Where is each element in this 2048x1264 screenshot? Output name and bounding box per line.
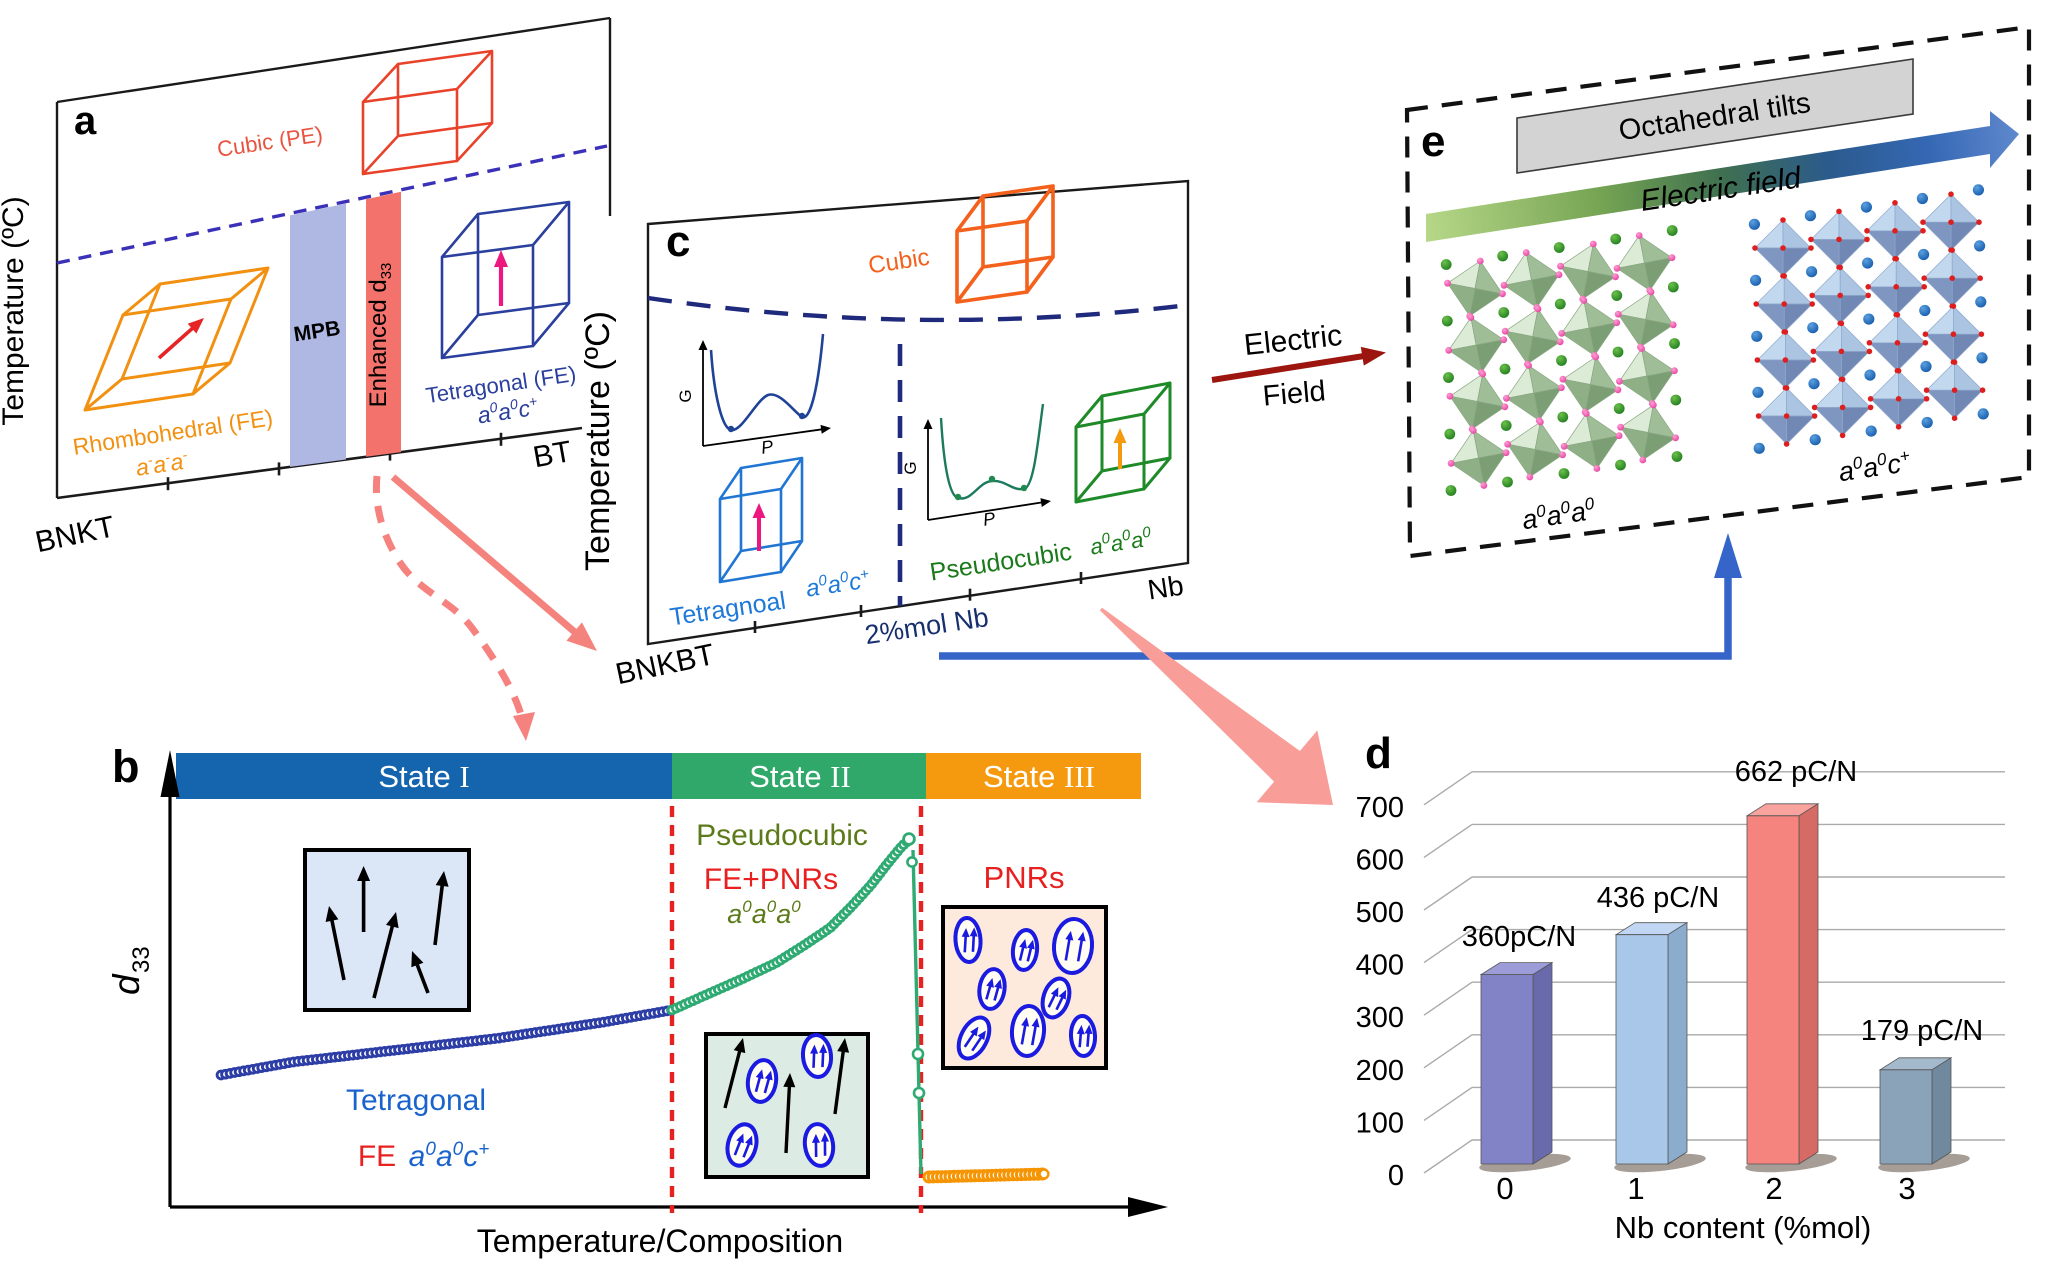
- svg-text:d: d: [106, 973, 147, 995]
- svg-text:a0​a0​a0​: a0​a0​a0​: [727, 897, 801, 929]
- svg-text:3: 3: [1898, 1171, 1915, 1206]
- svg-text:Nb: Nb: [1146, 570, 1186, 606]
- svg-text:700: 700: [1356, 792, 1404, 824]
- svg-text:179 pC/N: 179 pC/N: [1861, 1015, 1984, 1047]
- svg-text:State II: State II: [749, 759, 851, 794]
- svg-text:BT: BT: [531, 435, 574, 474]
- svg-text:0: 0: [1496, 1171, 1513, 1206]
- svg-text:P: P: [760, 436, 775, 457]
- svg-text:436 pC/N: 436 pC/N: [1597, 882, 1720, 914]
- svg-text:300: 300: [1356, 1002, 1404, 1034]
- svg-text:State I: State I: [378, 759, 469, 794]
- svg-text:FE+PNRs: FE+PNRs: [704, 863, 838, 896]
- svg-text:Pseudocubic: Pseudocubic: [696, 819, 868, 852]
- svg-text:33: 33: [128, 946, 155, 973]
- svg-text:e: e: [1421, 117, 1445, 166]
- svg-text:2: 2: [1765, 1171, 1782, 1206]
- svg-text:P: P: [982, 508, 997, 529]
- svg-text:Field: Field: [1262, 375, 1327, 412]
- svg-text:500: 500: [1356, 897, 1404, 929]
- svg-text:Nb content (%mol): Nb content (%mol): [1615, 1210, 1872, 1245]
- svg-text:662 pC/N: 662 pC/N: [1735, 756, 1858, 788]
- svg-text:Temperature/Composition: Temperature/Composition: [477, 1223, 843, 1259]
- svg-text:600: 600: [1356, 844, 1404, 876]
- svg-text:Temperature (ºC): Temperature (ºC): [0, 196, 30, 425]
- svg-text:Tetragonal: Tetragonal: [346, 1084, 486, 1117]
- svg-text:Temperature (ºC): Temperature (ºC): [579, 311, 617, 571]
- svg-text:0: 0: [1388, 1160, 1404, 1192]
- svg-text:PNRs: PNRs: [984, 860, 1065, 895]
- svg-text:200: 200: [1356, 1055, 1404, 1087]
- svg-text:State III: State III: [983, 759, 1095, 794]
- svg-text:100: 100: [1356, 1107, 1404, 1139]
- svg-text:b: b: [112, 741, 140, 792]
- svg-text:FE: FE: [358, 1140, 396, 1173]
- svg-text:c: c: [666, 217, 690, 266]
- svg-text:a0​a0​c+​: a0​a0​c+​: [409, 1139, 490, 1173]
- svg-text:Enhanced d33​: Enhanced d33​: [365, 263, 395, 408]
- svg-text:d: d: [1365, 729, 1392, 778]
- svg-text:G: G: [676, 389, 695, 402]
- svg-text:G: G: [901, 461, 920, 474]
- svg-text:a: a: [74, 99, 97, 143]
- svg-text:1: 1: [1627, 1171, 1644, 1206]
- svg-text:400: 400: [1356, 950, 1404, 982]
- svg-text:360pC/N: 360pC/N: [1462, 921, 1576, 953]
- svg-text:a0​a0​c+​: a0​a0​c+​: [476, 393, 540, 429]
